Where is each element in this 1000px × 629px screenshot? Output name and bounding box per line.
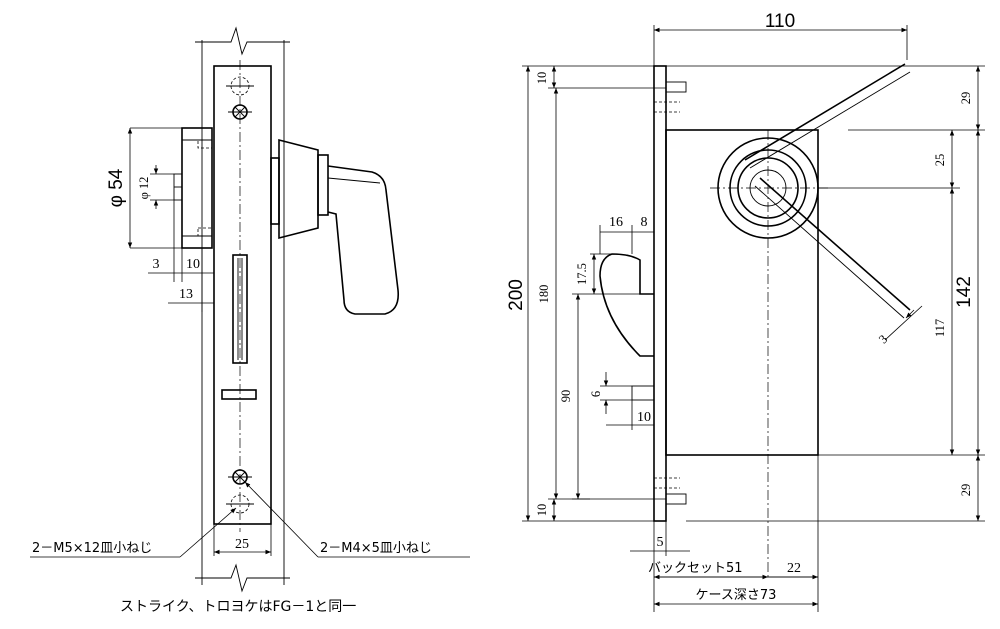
handle-rose-plate bbox=[270, 157, 280, 225]
dim-esc-3: 3 bbox=[153, 257, 160, 272]
face-plate bbox=[213, 65, 272, 525]
dim-117: 117 bbox=[933, 319, 947, 337]
dim-29-bottom: 29 bbox=[959, 484, 973, 497]
dim-25: 25 bbox=[933, 154, 947, 167]
dim-200: 200 bbox=[506, 279, 527, 311]
side-face-plate bbox=[653, 65, 667, 522]
screw-label-m4: 2－M4×5皿小ねじ bbox=[320, 541, 432, 556]
dim-17-5: 17.5 bbox=[575, 263, 589, 285]
dim-esc-13: 13 bbox=[179, 287, 193, 302]
dim-handle-3: 3 bbox=[876, 332, 890, 346]
dim-esc-10: 10 bbox=[186, 257, 200, 272]
caption: ストライク、トロヨケはFG－1と同一 bbox=[120, 599, 356, 615]
front-view: φ 54 φ 12 3 10 13 25 2－M5×12皿小ねじ 2－M4×5皿… bbox=[30, 26, 470, 615]
lever-shaft-lower bbox=[759, 177, 911, 311]
side-view: 110 200 10 10 180 17.5 16 8 90 bbox=[506, 11, 985, 612]
dim-10-bottom: 10 bbox=[535, 504, 549, 517]
dim-110: 110 bbox=[765, 11, 795, 32]
dim-phi54: φ 54 bbox=[106, 168, 127, 207]
lever-shaft-upper bbox=[744, 63, 906, 161]
dim-29-top: 29 bbox=[959, 92, 973, 105]
dim-phi12: φ 12 bbox=[137, 177, 151, 200]
deadbolt-slot bbox=[221, 389, 257, 400]
lock-case bbox=[665, 129, 819, 456]
label-backset: バックセット51 bbox=[648, 561, 743, 576]
break-line-top bbox=[195, 26, 290, 56]
screw-label-m5: 2－M5×12皿小ねじ bbox=[32, 541, 152, 556]
latch-slot bbox=[232, 254, 248, 364]
latch-bolt bbox=[599, 253, 654, 357]
label-case-depth: ケース深さ73 bbox=[696, 588, 777, 603]
escutcheon bbox=[181, 127, 213, 249]
dim-10-top: 10 bbox=[535, 72, 549, 85]
break-line-bottom bbox=[195, 563, 290, 593]
handle-neck bbox=[317, 154, 329, 216]
dim-16: 16 bbox=[609, 215, 623, 230]
dim-180: 180 bbox=[537, 285, 551, 304]
dim-5: 5 bbox=[657, 535, 664, 550]
dim-142: 142 bbox=[954, 276, 975, 308]
dim-pin-10: 10 bbox=[637, 410, 651, 425]
dim-6: 6 bbox=[589, 391, 603, 397]
dim-8: 8 bbox=[641, 215, 648, 230]
handle-rose bbox=[278, 138, 319, 240]
handle-lever bbox=[327, 165, 400, 315]
dead-pin bbox=[631, 385, 655, 401]
dim-front-25: 25 bbox=[235, 537, 249, 552]
dim-22: 22 bbox=[787, 561, 801, 576]
dim-90: 90 bbox=[559, 390, 573, 403]
